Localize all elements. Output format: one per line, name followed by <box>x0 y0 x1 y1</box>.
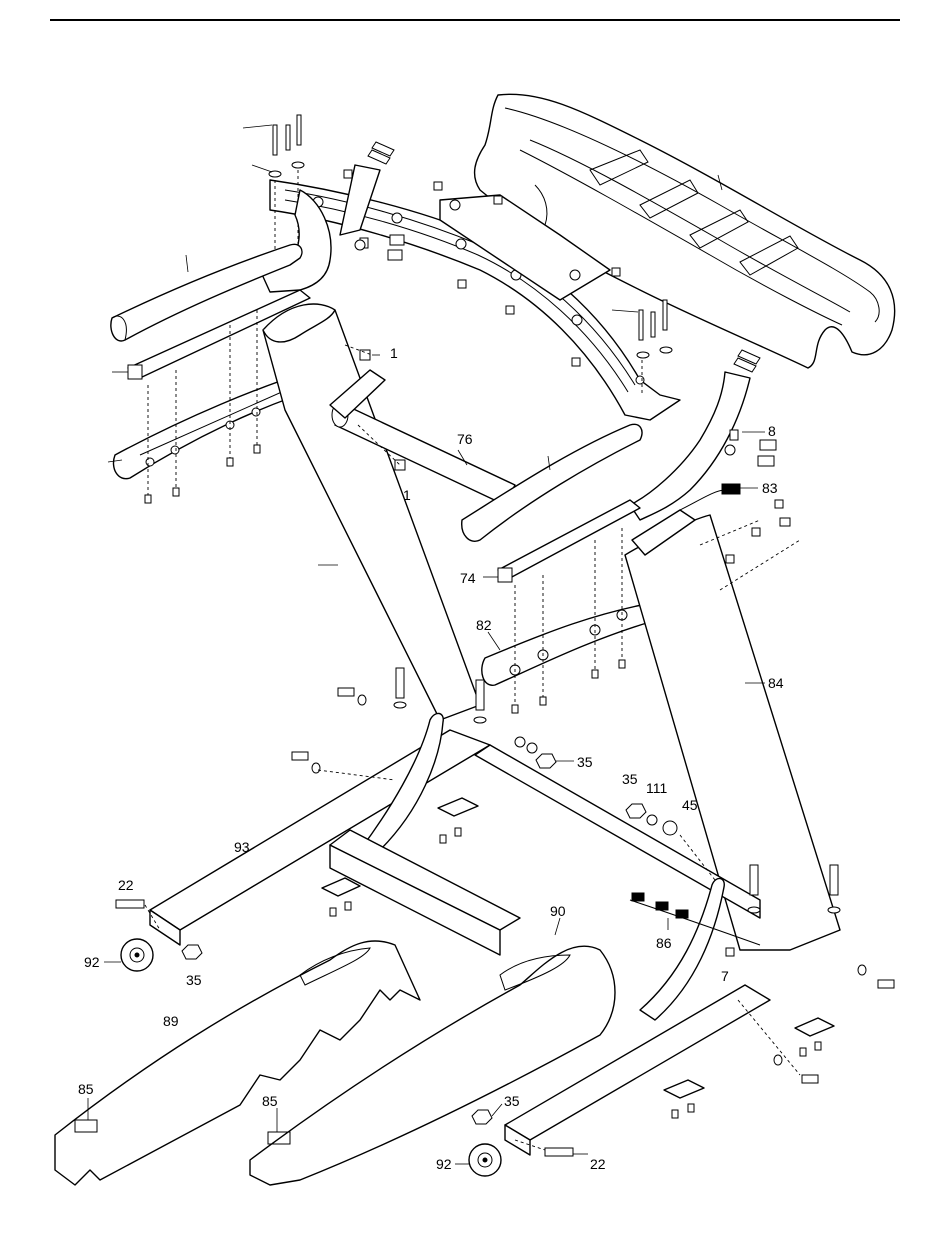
callout-74: 74 <box>460 570 476 586</box>
callout-1-upper: 1 <box>390 345 398 361</box>
callout-22-left: 22 <box>118 877 134 893</box>
left-upright <box>263 304 480 720</box>
callout-35-mid: 35 <box>622 771 638 787</box>
callout-8: 8 <box>768 423 776 439</box>
callout-84: 84 <box>768 675 784 691</box>
callout-22-right: 22 <box>590 1156 606 1172</box>
callout-90: 90 <box>550 903 566 919</box>
callout-93: 93 <box>234 839 250 855</box>
callout-76: 76 <box>457 431 473 447</box>
callout-85-right: 85 <box>262 1093 278 1109</box>
callout-7: 7 <box>721 968 729 984</box>
callout-92-right: 92 <box>436 1156 452 1172</box>
callout-35-right: 35 <box>504 1093 520 1109</box>
callout-83: 83 <box>762 480 778 496</box>
callout-45: 45 <box>682 797 698 813</box>
callout-35-left: 35 <box>186 972 202 988</box>
callout-35-upper: 35 <box>577 754 593 770</box>
callout-92-left: 92 <box>84 954 100 970</box>
callout-1-lower: 1 <box>403 487 411 503</box>
base-crossmember <box>330 830 520 955</box>
callout-82: 82 <box>476 617 492 633</box>
callout-85-left: 85 <box>78 1081 94 1097</box>
callout-89: 89 <box>163 1013 179 1029</box>
callout-86: 86 <box>656 935 672 951</box>
base-right-arm <box>640 878 724 1020</box>
callout-111: 111 <box>646 780 667 796</box>
